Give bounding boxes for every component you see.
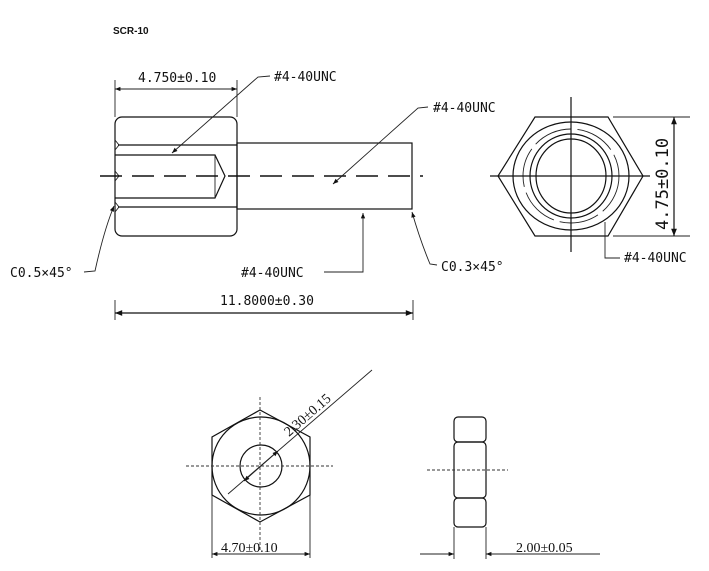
standoff-side-view: 4.750±0.10 #4-40UNC #4-40UNC #4-40UNC C0… <box>10 70 504 320</box>
standoff-end-view: 4.75±0.10 #4-40UNC <box>490 97 690 266</box>
chamfer-left-label: C0.5×45° <box>10 266 73 281</box>
internal-thread-label: #4-40UNC <box>274 70 337 85</box>
chamfer-left-leader <box>83 205 115 273</box>
internal-bore <box>115 154 226 199</box>
overall-length-dim-text: 11.8000±0.30 <box>220 294 314 309</box>
hole-dim-text: 2.30±0.15 <box>282 392 335 441</box>
bottom-thread-leader <box>324 213 366 273</box>
bottom-thread-label: #4-40UNC <box>241 266 304 281</box>
shaft-thread-label: #4-40UNC <box>433 101 496 116</box>
nut-thickness-dim-text: 2.00±0.05 <box>516 541 573 556</box>
nut-front-view: 2.30±0.15 4.70±0.10 <box>186 369 373 558</box>
nut-width-dim-text: 4.70±0.10 <box>221 541 278 556</box>
shaft-thread-leader <box>332 106 429 185</box>
internal-thread-leader <box>171 75 271 154</box>
chamfer-right-label: C0.3×45° <box>441 260 504 275</box>
drawing-title: SCR-10 <box>113 26 149 37</box>
end-thread-leader <box>604 222 620 259</box>
hex-length-dim-text: 4.750±0.10 <box>138 71 216 86</box>
across-flats-dim-text: 4.75±0.10 <box>653 138 673 230</box>
chamfer-right-leader <box>411 211 438 266</box>
end-thread-label: #4-40UNC <box>624 251 687 266</box>
nut-side-view: 2.00±0.05 <box>420 416 600 559</box>
